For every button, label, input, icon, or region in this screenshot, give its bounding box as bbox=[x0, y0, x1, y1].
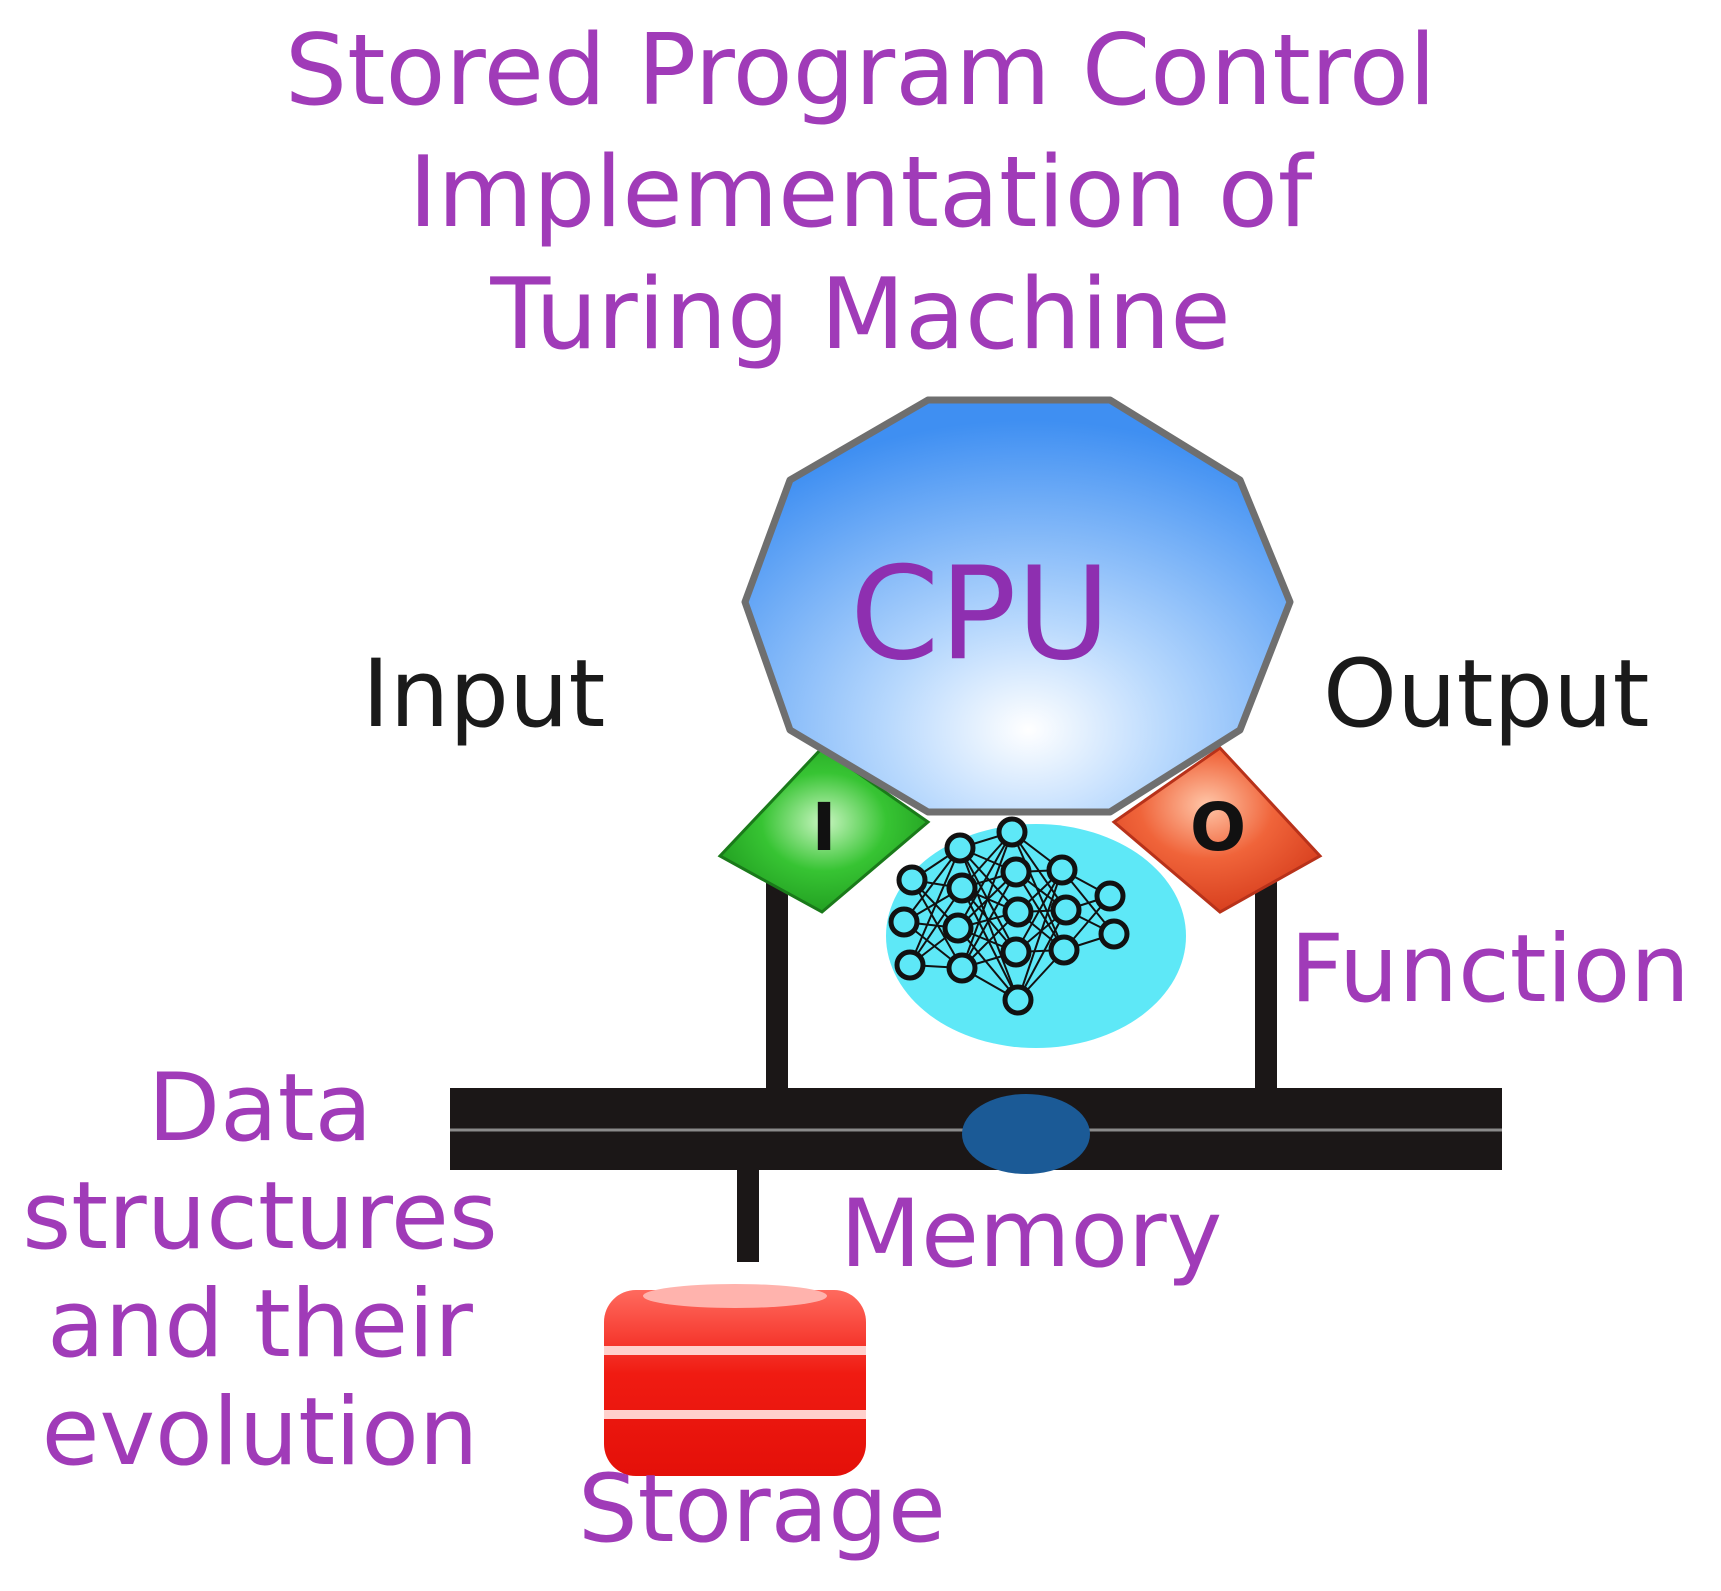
title-line-2: Implementation of bbox=[408, 136, 1313, 250]
function-label: Function bbox=[1290, 915, 1690, 1024]
memory-label: Memory bbox=[840, 1180, 1223, 1289]
network-edge bbox=[959, 847, 1019, 1001]
neural-network-icon bbox=[888, 816, 1130, 1016]
input-label: Input bbox=[362, 640, 606, 749]
data-structures-label: Data structures and their evolution bbox=[20, 1055, 500, 1487]
network-edge bbox=[961, 831, 1013, 969]
input-connector bbox=[766, 875, 788, 1095]
network-node bbox=[946, 872, 978, 904]
output-port bbox=[1111, 746, 1323, 914]
output-label: Output bbox=[1323, 640, 1650, 749]
network-node bbox=[1002, 984, 1034, 1016]
title-line-3: Turing Machine bbox=[490, 258, 1231, 372]
network-edge bbox=[957, 831, 1013, 929]
network-node bbox=[1050, 894, 1082, 926]
network-edge bbox=[909, 847, 961, 966]
network-node bbox=[896, 864, 928, 896]
network-node bbox=[996, 816, 1028, 848]
network-node bbox=[1046, 854, 1078, 886]
title-line-1: Stored Program Control bbox=[284, 14, 1437, 128]
data-label-line-1: Data bbox=[147, 1054, 373, 1163]
network-node bbox=[894, 949, 926, 981]
network-node bbox=[1002, 896, 1034, 928]
network-edge bbox=[961, 871, 1017, 969]
network-node bbox=[1098, 918, 1130, 950]
network-node bbox=[946, 952, 978, 984]
data-label-line-2: structures bbox=[22, 1162, 498, 1271]
network-node bbox=[1000, 936, 1032, 968]
diagram-title: Stored Program Control Implementation of… bbox=[0, 10, 1721, 376]
output-port-letter: O bbox=[1190, 789, 1246, 866]
network-node bbox=[1000, 856, 1032, 888]
network-node bbox=[942, 912, 974, 944]
network-node bbox=[888, 906, 920, 938]
network-edge bbox=[1017, 869, 1063, 1001]
network-node bbox=[944, 832, 976, 864]
network-edge bbox=[961, 887, 1019, 1001]
storage-connector bbox=[737, 1165, 759, 1262]
memory-node bbox=[962, 1094, 1090, 1174]
cpu-shape bbox=[741, 396, 1294, 816]
cpu-label: CPU bbox=[850, 540, 1111, 689]
network-edge bbox=[957, 927, 1019, 1001]
input-port-letter: I bbox=[812, 789, 837, 866]
network-node bbox=[1048, 934, 1080, 966]
data-label-line-3: and their bbox=[47, 1270, 473, 1379]
network-edge bbox=[1015, 869, 1063, 953]
network-node bbox=[1094, 880, 1126, 912]
input-port bbox=[717, 746, 931, 914]
storage-icon bbox=[604, 1284, 866, 1476]
storage-label: Storage bbox=[578, 1455, 946, 1564]
output-connector bbox=[1255, 875, 1277, 1095]
network-edge bbox=[1017, 909, 1067, 1001]
data-label-line-4: evolution bbox=[41, 1378, 479, 1487]
